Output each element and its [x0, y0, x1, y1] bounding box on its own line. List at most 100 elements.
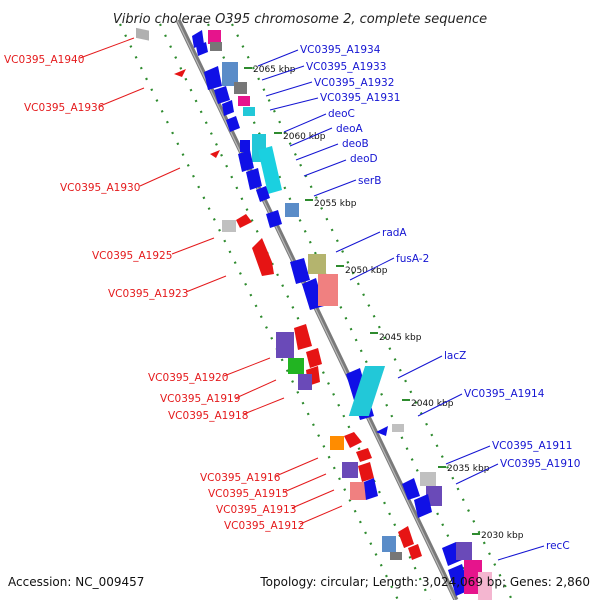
- leader-line: [257, 49, 299, 67]
- gene-feature[interactable]: [294, 324, 312, 350]
- gene-feature[interactable]: [306, 348, 322, 368]
- gene-feature[interactable]: [348, 366, 386, 416]
- gene-feature[interactable]: [408, 544, 422, 560]
- gene-label[interactable]: VC0395_A1932: [314, 77, 394, 89]
- gene-label[interactable]: VC0395_A1913: [216, 504, 296, 516]
- gene-feature[interactable]: [464, 560, 482, 594]
- gene-label[interactable]: deoA: [336, 123, 364, 135]
- gene-feature[interactable]: [208, 30, 221, 44]
- gene-feature[interactable]: [266, 210, 282, 228]
- gene-feature[interactable]: [222, 62, 238, 86]
- gene-feature[interactable]: [390, 552, 402, 560]
- gene-feature[interactable]: [344, 432, 362, 448]
- gene-feature[interactable]: [288, 358, 304, 374]
- gene-feature[interactable]: [402, 478, 420, 500]
- gene-label[interactable]: deoB: [342, 138, 369, 150]
- gene-label[interactable]: VC0395_A1934: [300, 44, 381, 56]
- gene-label[interactable]: VC0395_A1936: [24, 102, 105, 114]
- gene-feature[interactable]: [342, 462, 358, 478]
- gene-label[interactable]: radA: [382, 227, 407, 239]
- gene-label[interactable]: VC0395_A1911: [492, 440, 572, 452]
- gene-feature[interactable]: [398, 526, 414, 548]
- scale-tick-label: 2035 kbp: [447, 464, 490, 474]
- gene-label[interactable]: VC0395_A1910: [500, 458, 580, 470]
- gene-feature[interactable]: [192, 30, 204, 48]
- gene-feature[interactable]: [258, 146, 282, 194]
- leader-line: [417, 393, 463, 417]
- gene-feature[interactable]: [174, 69, 186, 77]
- gene-feature[interactable]: [478, 572, 492, 600]
- gene-feature[interactable]: [214, 86, 230, 104]
- scale-tick-label: 2055 kbp: [314, 199, 357, 209]
- leader-line: [497, 545, 545, 561]
- gene-label[interactable]: deoD: [350, 153, 378, 165]
- gene-feature[interactable]: [392, 424, 404, 432]
- gene-feature[interactable]: [318, 274, 338, 306]
- reverse-labels: VC0395_A1940 VC0395_A1936 VC0395_A1930 V…: [4, 54, 304, 532]
- leader-line: [223, 357, 271, 377]
- gene-label[interactable]: VC0395_A1916: [200, 472, 281, 484]
- gene-feature[interactable]: [252, 238, 274, 276]
- gene-feature[interactable]: [276, 332, 294, 358]
- gene-feature[interactable]: [210, 150, 220, 158]
- gene-feature[interactable]: [298, 374, 312, 390]
- scale-tick-label: 2060 kbp: [283, 132, 326, 142]
- gene-feature[interactable]: [426, 486, 442, 506]
- scale-ticks: 2065 kbp 2060 kbp 2055 kbp 2050 kbp 2045…: [244, 65, 524, 541]
- gene-label[interactable]: VC0395_A1925: [92, 250, 172, 262]
- gene-feature[interactable]: [308, 254, 326, 274]
- gene-feature[interactable]: [238, 150, 254, 172]
- scale-tick-label: 2050 kbp: [345, 266, 388, 276]
- reverse-leaders: [79, 37, 343, 525]
- gene-label[interactable]: deoC: [328, 108, 355, 120]
- gene-label[interactable]: VC0395_A1915: [208, 488, 288, 500]
- gene-label[interactable]: recC: [546, 540, 570, 552]
- gene-feature[interactable]: [240, 140, 250, 152]
- leader-line: [335, 231, 381, 253]
- gene-feature[interactable]: [290, 258, 310, 284]
- gene-feature[interactable]: [226, 116, 240, 132]
- gene-label[interactable]: VC0395_A1918: [168, 410, 248, 422]
- gene-feature[interactable]: [420, 472, 436, 486]
- gene-feature[interactable]: [364, 478, 378, 500]
- gene-label[interactable]: lacZ: [444, 350, 466, 362]
- gene-feature[interactable]: [358, 462, 374, 482]
- leader-line: [289, 127, 333, 147]
- gene-label[interactable]: VC0395_A1923: [108, 288, 188, 300]
- gene-feature[interactable]: [243, 107, 255, 116]
- chromosome-backbone-highlight: [176, 19, 456, 600]
- gene-feature[interactable]: [196, 42, 208, 56]
- gene-feature[interactable]: [246, 168, 262, 190]
- gene-feature[interactable]: [456, 542, 472, 560]
- gene-feature[interactable]: [256, 186, 270, 202]
- gene-label[interactable]: VC0395_A1930: [60, 182, 140, 194]
- gene-feature[interactable]: [222, 220, 236, 232]
- gene-feature[interactable]: [204, 66, 222, 90]
- gene-feature[interactable]: [238, 96, 250, 106]
- gene-feature[interactable]: [234, 82, 247, 94]
- gene-feature[interactable]: [330, 436, 344, 450]
- gene-feature[interactable]: [376, 426, 388, 436]
- leader-line: [455, 463, 499, 485]
- gene-label[interactable]: serB: [358, 175, 381, 187]
- gene-label[interactable]: VC0395_A1920: [148, 372, 228, 384]
- gene-label[interactable]: VC0395_A1919: [160, 393, 240, 405]
- scale-tick-label: 2040 kbp: [411, 399, 454, 409]
- gene-label[interactable]: VC0395_A1933: [306, 61, 386, 73]
- gene-feature[interactable]: [285, 203, 299, 217]
- leader-line: [261, 65, 305, 81]
- gene-label[interactable]: VC0395_A1931: [320, 92, 400, 104]
- gene-feature[interactable]: [222, 100, 234, 116]
- gene-feature[interactable]: [210, 42, 222, 51]
- gene-feature[interactable]: [356, 448, 372, 462]
- gene-feature[interactable]: [236, 214, 252, 228]
- gene-label[interactable]: VC0395_A1912: [224, 520, 304, 532]
- gene-feature[interactable]: [350, 482, 366, 500]
- gene-feature[interactable]: [136, 27, 149, 41]
- gene-label[interactable]: fusA-2: [396, 253, 429, 265]
- gene-feature[interactable]: [414, 494, 432, 518]
- gene-label[interactable]: VC0395_A1914: [464, 388, 545, 400]
- gene-feature[interactable]: [382, 536, 396, 552]
- gene-label[interactable]: VC0395_A1940: [4, 54, 84, 66]
